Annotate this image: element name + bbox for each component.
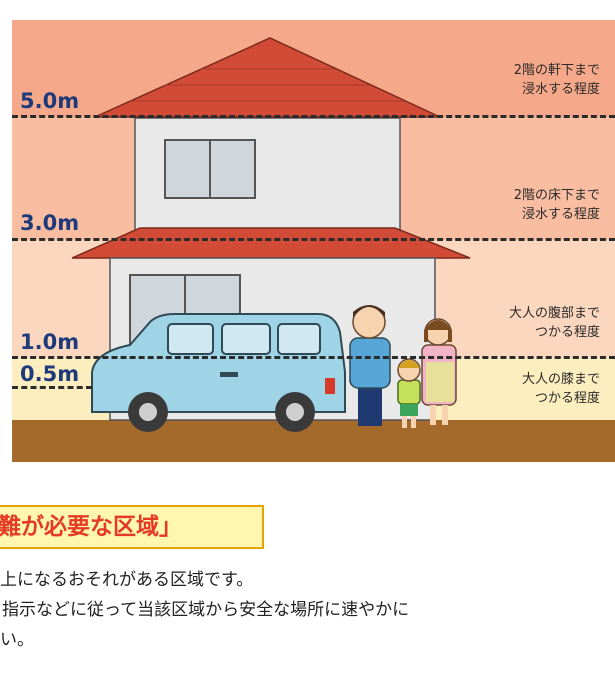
section-title: 難が必要な区域」: [0, 514, 182, 540]
line-3m: [12, 238, 615, 241]
lower-roof: [71, 227, 471, 259]
desc-3m-line1: 2階の床下まで: [513, 188, 600, 203]
body-text-line-2: 指示などに従って当該区域から安全な場所に速やかに: [2, 600, 410, 620]
desc-5m-line1: 2階の軒下まで: [513, 63, 600, 78]
depth-label-3m: 3.0m: [20, 211, 80, 235]
desc-5m-line2: 浸水する程度: [521, 81, 600, 97]
mother: [421, 318, 457, 425]
desc-05m-line1: 大人の膝まで: [521, 372, 600, 387]
upper-roof: [94, 37, 441, 118]
desc-5m: 2階の軒下まで 浸水する程度: [514, 62, 600, 100]
body-text-line-3: い。: [0, 630, 34, 650]
body-text-line-1: 上になるおそれがある区域です。: [0, 570, 254, 590]
line-05m: [12, 386, 92, 389]
desc-3m: 2階の床下まで 浸水する程度: [514, 187, 600, 225]
line-5m: [12, 115, 615, 118]
depth-label-5m: 5.0m: [20, 89, 80, 113]
desc-05m: 大人の膝まで つかる程度: [522, 371, 600, 409]
desc-1m-line2: つかる程度: [534, 324, 600, 340]
depth-label-1m: 1.0m: [20, 330, 80, 354]
father: [349, 305, 391, 426]
section-title-banner: 難が必要な区域」: [0, 505, 264, 549]
house-car-family-drawing: [12, 37, 615, 462]
desc-1m: 大人の腹部まで つかる程度: [509, 305, 600, 343]
child: [397, 358, 421, 428]
desc-1m-line1: 大人の腹部まで: [508, 306, 600, 321]
depth-label-05m: 0.5m: [20, 362, 80, 386]
ground: [12, 420, 615, 462]
flood-depth-illustration: 5.0m 3.0m 1.0m 0.5m 2階の軒下まで 浸水する程度 2階の床下…: [12, 20, 615, 462]
car: [91, 313, 346, 432]
desc-05m-line2: つかる程度: [534, 390, 600, 406]
desc-3m-line2: 浸水する程度: [521, 206, 600, 222]
line-1m: [12, 356, 615, 359]
